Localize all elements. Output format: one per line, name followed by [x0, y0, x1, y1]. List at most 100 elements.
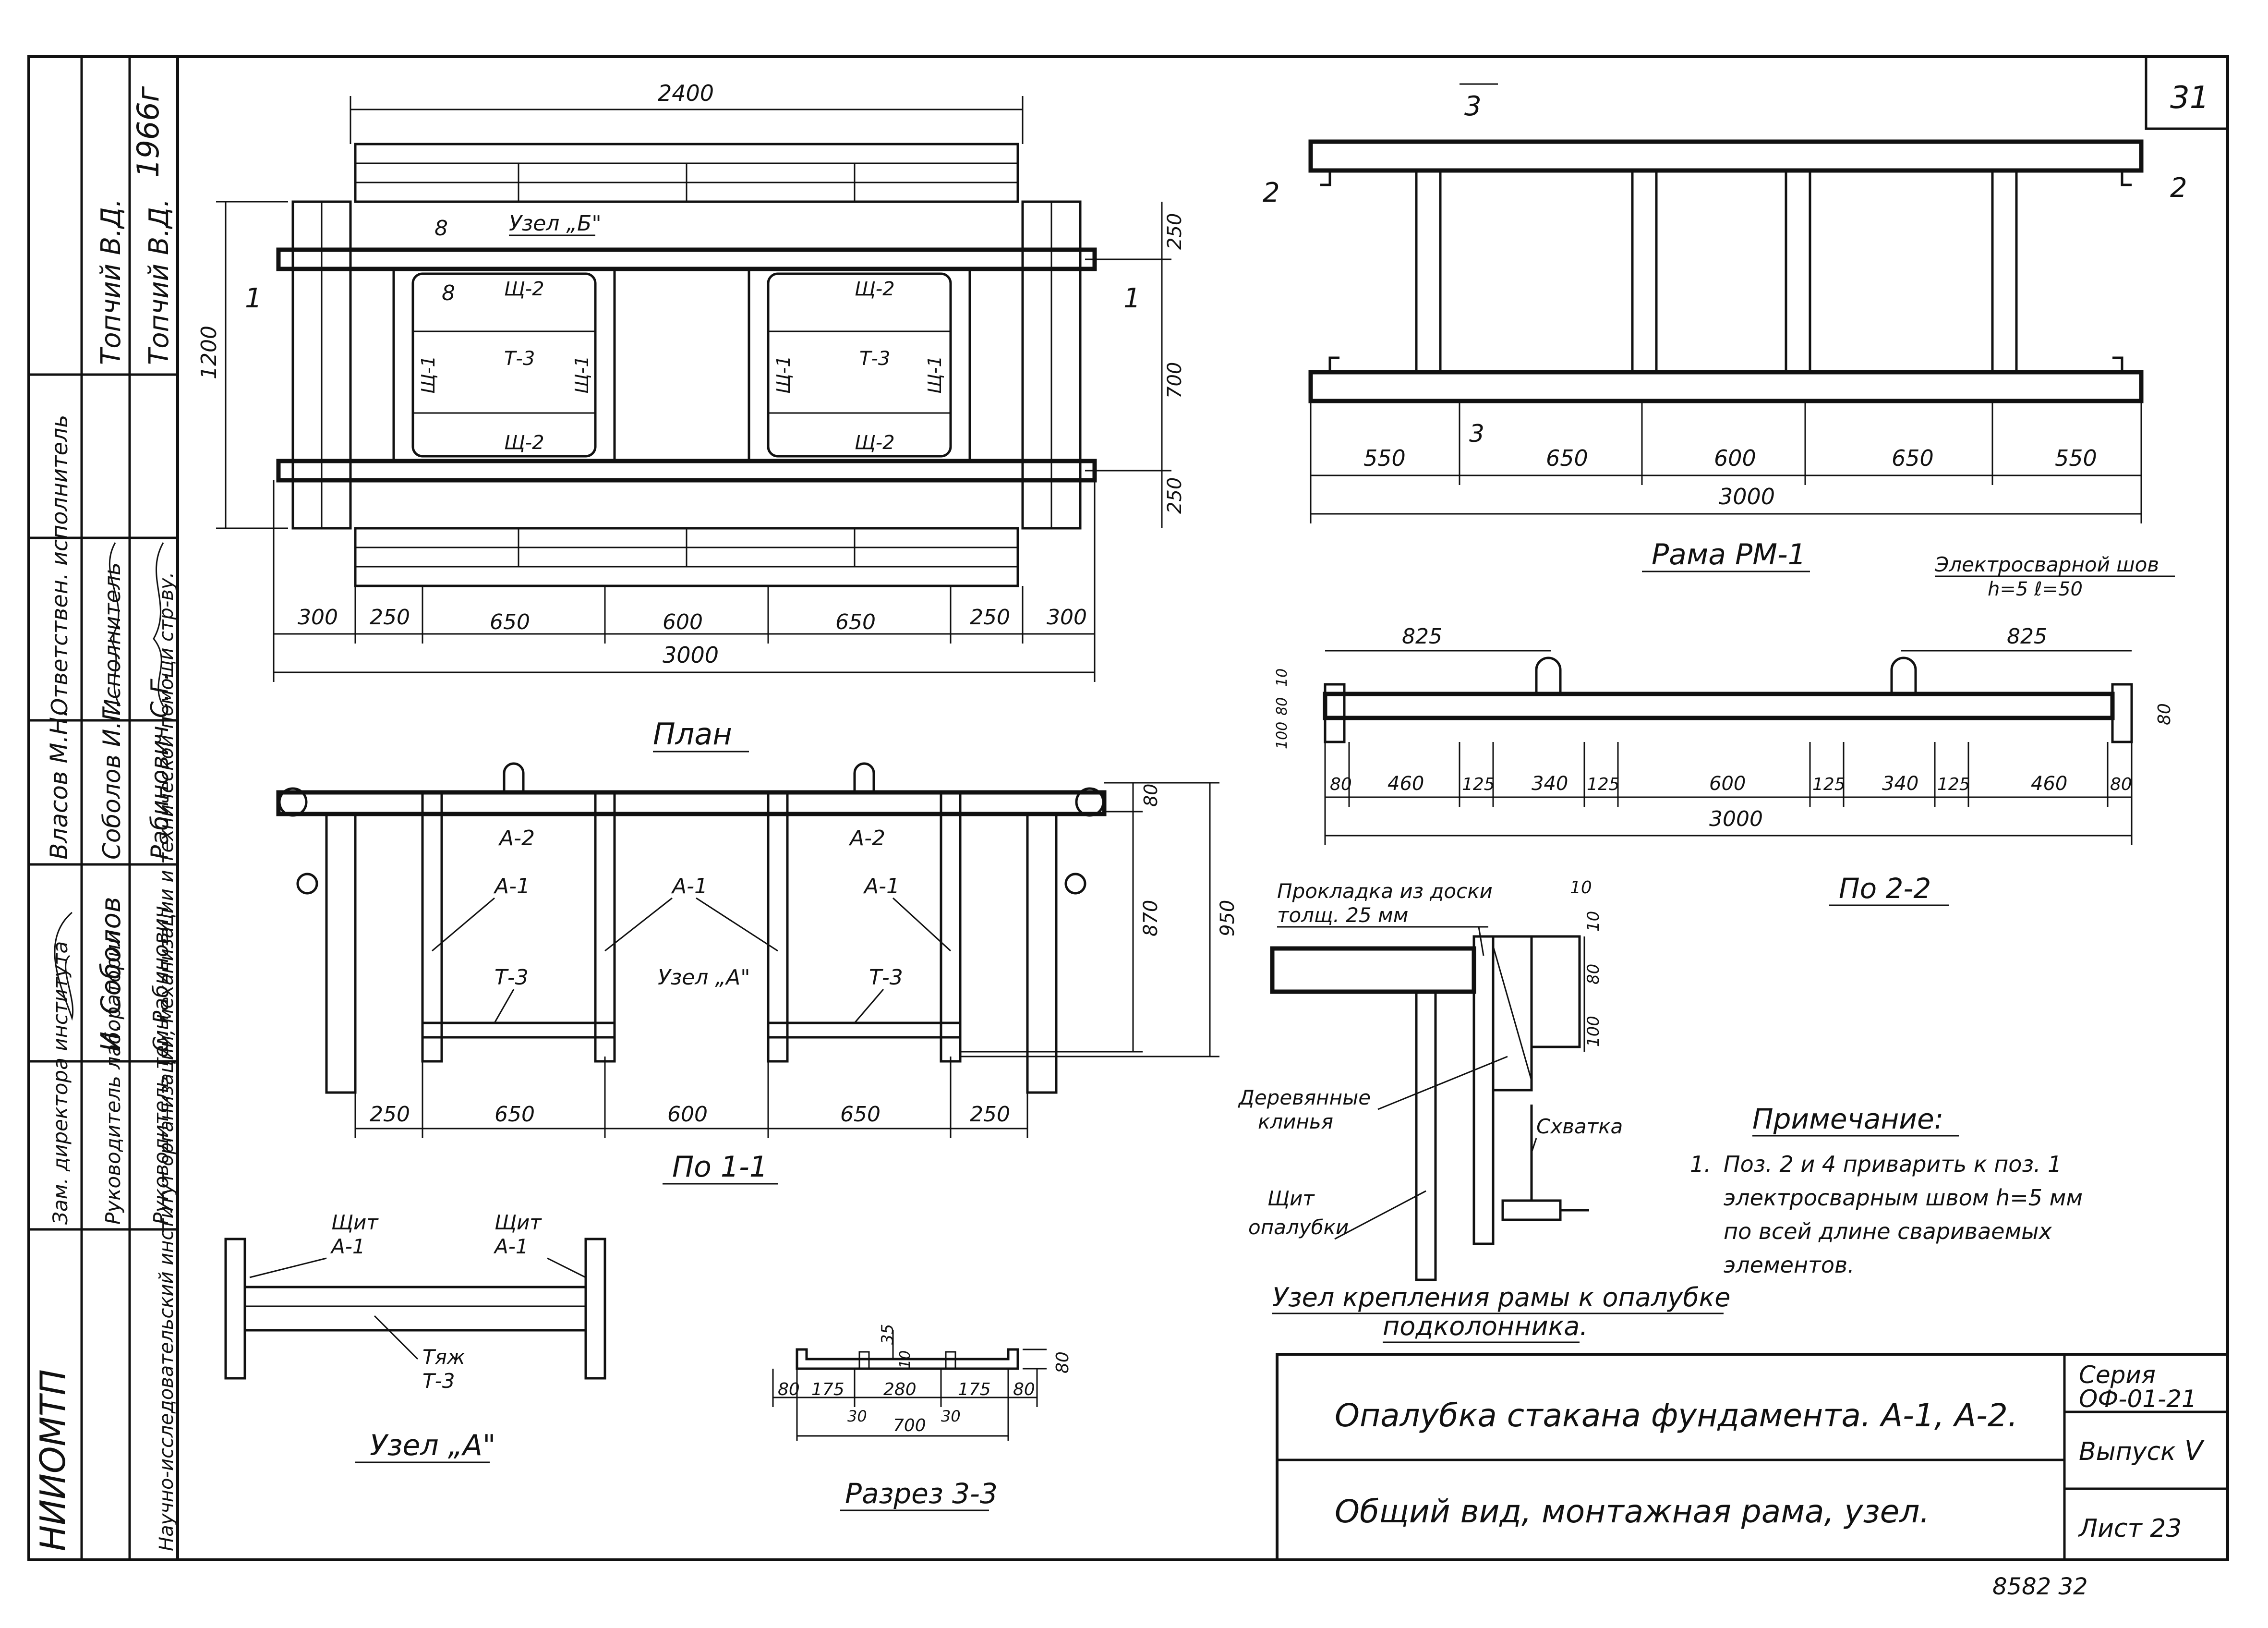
sec22-dim-b6: 600 — [1709, 773, 1746, 795]
sec33-dim-bottom-2: 175 — [811, 1380, 844, 1399]
node-dim-10-b: 10 — [1584, 911, 1603, 932]
sec11-label-t3-2: Т-3 — [869, 965, 903, 990]
plan-dim-total: 3000 — [663, 642, 719, 668]
section-1-1: А-2 А-2 А-1 А-1 А-1 Т-3 Т-3 Узел „А" 80 … — [276, 762, 1239, 1185]
note-num: 1. — [1690, 1151, 1711, 1177]
plan-label-t3-a: Т-3 — [504, 348, 535, 370]
rm1-dim-1: 550 — [1363, 445, 1406, 471]
sec22-dim-b5: 125 — [1587, 775, 1620, 794]
nodea-caption: Узел „А" — [370, 1429, 496, 1462]
note-line-1: Поз. 2 и 4 приварить к поз. 1 — [1724, 1151, 2062, 1177]
sheet-number-box — [2145, 55, 2229, 130]
stamp-role-3: Руководитель темы — [149, 1014, 173, 1225]
sec11-dim-bottom-4: 650 — [840, 1102, 881, 1127]
sec22-dim-right: 80 — [2155, 703, 2174, 725]
sec33-dim-top-35: 35 — [878, 1324, 897, 1345]
sec22-dim-left-10: 10 — [1274, 668, 1291, 687]
sec11-label-t3-1: Т-3 — [495, 965, 529, 990]
sec33-caption: Разрез 3-3 — [845, 1477, 998, 1510]
rm1-dim-5: 550 — [2055, 445, 2097, 471]
plan-dim-bottom-6: 250 — [970, 605, 1010, 630]
nodea-label-shchit-1: Щит — [331, 1211, 379, 1234]
sec11-dim-bottom-1: 250 — [370, 1102, 410, 1127]
node-dim-80: 80 — [1584, 964, 1603, 984]
sec11-dim-bottom-5: 250 — [970, 1102, 1010, 1127]
plan-dim-right-2: 700 — [1164, 362, 1186, 399]
title-main: Опалубка стакана фундамента. А-1, А-2. — [1335, 1397, 2018, 1434]
rm1-dim-2: 650 — [1546, 445, 1588, 471]
sec33-dim-sub-1: 30 — [847, 1407, 867, 1425]
plan-caption: План — [653, 717, 732, 752]
footer-code: 8582 32 — [1992, 1573, 2088, 1600]
plan-dim-bottom-1: 300 — [298, 605, 338, 630]
node-caption: Узел крепления рамы к опалубке — [1272, 1282, 1730, 1312]
node-label-clamp: Схватка — [1536, 1115, 1623, 1138]
sec33-dim-right: 80 — [1053, 1351, 1073, 1373]
plan-label-shch1-b: Щ-1 — [571, 356, 592, 394]
plan-label-shch1-a: Щ-1 — [418, 356, 439, 394]
sec11-dim-bottom-2: 650 — [495, 1102, 535, 1127]
title-series: ОФ-01-21 — [2079, 1385, 2197, 1413]
sec33-dim-bottom-3: 280 — [883, 1380, 917, 1399]
sec22-dim-b10: 460 — [2031, 773, 2067, 795]
plan-label-shch1-d: Щ-1 — [924, 356, 945, 394]
sec11-dim-right-80: 80 — [1140, 784, 1161, 807]
node-dim-100: 100 — [1584, 1016, 1603, 1047]
plan-label-t3-b: Т-3 — [859, 348, 890, 370]
stamp-year: 1966г — [131, 86, 166, 178]
note-line-4: элементов. — [1724, 1252, 1855, 1278]
plan-label-shch2-a: Щ-2 — [504, 278, 544, 300]
node-detail: Прокладка из доски толщ. 25 мм 10 10 80 … — [1238, 878, 1730, 1343]
title-issue-num: V — [2184, 1435, 2205, 1467]
nodea-label-shchit-2: Щит — [495, 1211, 542, 1234]
rm1-mark-3-bottom: 3 — [1469, 420, 1484, 448]
plan-label-shch1-c: Щ-1 — [773, 356, 794, 394]
sec22-dim-left-100: 100 — [1274, 722, 1291, 749]
plan-view: 2400 Щ-2 Щ-2 Т-3 Т- — [197, 80, 1186, 753]
sec11-label-a1-2: А-1 — [671, 874, 708, 899]
rm1-dim-4: 650 — [1892, 445, 1934, 471]
plan-dim-top: 2400 — [658, 80, 714, 106]
stamp-org-short: НИИОМТП — [33, 1369, 73, 1551]
sec11-label-a2-1: А-2 — [498, 826, 535, 850]
sheet-border — [176, 55, 2229, 1561]
stamp-role-4: Ответствен. исполнитель — [47, 415, 72, 716]
plan-label-shch2-c: Щ-2 — [504, 432, 544, 454]
nodea-label-a1-1: А-1 — [330, 1235, 365, 1258]
rm1-mark-3-top: 3 — [1464, 91, 1482, 122]
sec11-label-a1-3: А-1 — [863, 874, 900, 899]
plan-dim-bottom-7: 300 — [1047, 605, 1087, 630]
sec11-dim-right-950: 950 — [1217, 900, 1239, 936]
plan-label-shch2-d: Щ-2 — [855, 432, 895, 454]
node-label-pad2: толщ. 25 мм — [1277, 903, 1408, 927]
stamp-name-2: Соболов И.Г. — [98, 700, 126, 860]
stamp-signature-5 — [153, 542, 164, 706]
node-label-wedges: Деревянные — [1238, 1086, 1371, 1109]
rm1-caption: Рама РМ-1 — [1652, 538, 1806, 571]
stamp-column: 1966г Топчий В.Д. Топчий В.Д. Ответствен… — [29, 57, 178, 1560]
title-issue: Выпуск — [2079, 1437, 2176, 1466]
section-2-2: 825 825 100 80 10 80 80 460 125 340 125 … — [1274, 624, 2174, 906]
sec33-dim-sub-2: 30 — [941, 1407, 961, 1425]
sheet-number: 31 — [2170, 80, 2209, 116]
plan-node-b: Узел „Б" — [509, 211, 602, 236]
plan-dim-bottom-5: 650 — [835, 610, 876, 634]
sec22-dim-b11: 80 — [2110, 775, 2132, 794]
sec11-node-a: Узел „А" — [658, 965, 750, 990]
sec22-dim-total: 3000 — [1709, 807, 1763, 831]
sec22-dim-top-2: 825 — [2007, 624, 2047, 649]
sec33-dim-bottom-4: 175 — [958, 1380, 991, 1399]
note-block: Примечание: 1. Поз. 2 и 4 приварить к по… — [1690, 1103, 2083, 1278]
rm1-dim-3: 600 — [1714, 445, 1756, 471]
stamp-name-5: Топчий В.Д. — [96, 198, 127, 365]
stamp-org-full: Научно-исследовательский институт органи… — [156, 572, 178, 1551]
title-sheet: Лист 23 — [2078, 1514, 2182, 1543]
weld-note-params: h=5 ℓ=50 — [1988, 578, 2083, 600]
sec33-dim-bottom-1: 80 — [778, 1380, 800, 1399]
plan-mark-1-right: 1 — [1123, 283, 1141, 314]
node-label-pad: Прокладка из доски — [1277, 879, 1493, 903]
sec22-dim-b2: 460 — [1387, 773, 1424, 795]
sec33-dim-top-10: 10 — [897, 1350, 914, 1369]
sec22-dim-b8: 340 — [1882, 773, 1918, 795]
frame-rm1: 3 3 2 2 550 650 600 650 550 3000 Рама РМ… — [1263, 83, 2187, 572]
